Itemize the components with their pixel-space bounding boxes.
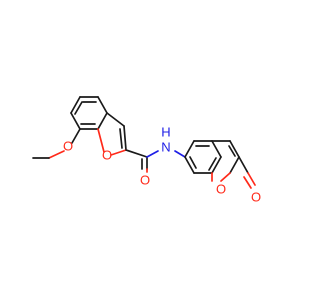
bond xyxy=(208,157,217,171)
bond xyxy=(71,128,81,144)
bond xyxy=(97,96,108,114)
atom-label-lactone-carbonyl-o: O xyxy=(251,190,261,205)
bond xyxy=(184,140,195,158)
bond xyxy=(97,128,105,153)
svg-text:O: O xyxy=(63,139,73,154)
atom-label-carbonyl-o: O xyxy=(140,173,150,188)
bond xyxy=(48,150,65,159)
bond xyxy=(146,150,159,158)
bond xyxy=(106,112,125,127)
bond xyxy=(119,128,123,149)
svg-text:O: O xyxy=(216,182,226,197)
bond xyxy=(247,172,256,186)
bond xyxy=(70,112,81,130)
bond xyxy=(123,125,127,151)
bond xyxy=(70,96,81,114)
svg-text:O: O xyxy=(251,190,261,205)
svg-text:H: H xyxy=(161,125,170,140)
bond xyxy=(211,140,222,158)
bond xyxy=(228,145,236,157)
bond xyxy=(189,156,197,169)
bond xyxy=(211,156,222,174)
atom-label-amide-n: N xyxy=(161,140,170,155)
svg-text:O: O xyxy=(102,148,112,163)
structure-diagram: O O O N H O O xyxy=(32,96,261,205)
molecule-drawing: O O O N H O O xyxy=(32,96,261,205)
atom-label-methoxy-o: O xyxy=(63,139,73,154)
bond xyxy=(125,149,148,158)
bond xyxy=(220,172,231,182)
bond xyxy=(229,156,240,174)
bond xyxy=(243,176,252,189)
bond xyxy=(238,156,249,174)
bond xyxy=(229,140,240,158)
bond xyxy=(184,156,195,174)
bond xyxy=(74,101,83,115)
svg-text:O: O xyxy=(140,173,150,188)
bond xyxy=(97,112,108,130)
atom-label-amide-h: H xyxy=(161,125,170,140)
bond xyxy=(174,150,186,158)
bond xyxy=(110,149,127,156)
svg-text:N: N xyxy=(161,140,170,155)
atom-label-furan-o: O xyxy=(102,148,112,163)
atom-label-ring-o: O xyxy=(216,182,226,197)
